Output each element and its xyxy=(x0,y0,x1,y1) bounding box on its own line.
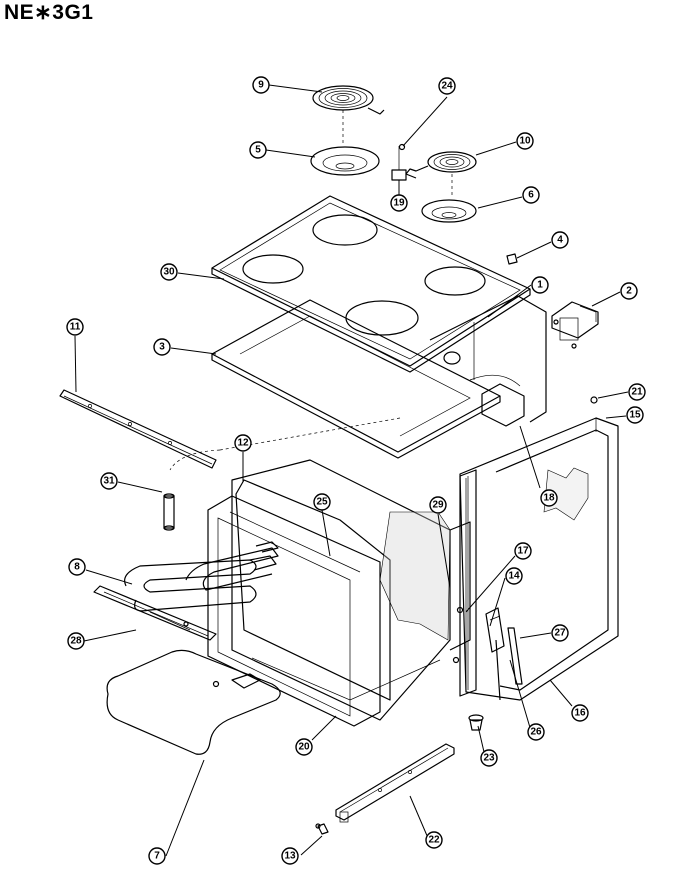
callout-10: 10 xyxy=(516,132,534,150)
broil-pan-28 xyxy=(183,621,189,627)
svg-text:29: 29 xyxy=(432,500,444,511)
svg-text:1: 1 xyxy=(537,280,543,291)
svg-text:21: 21 xyxy=(631,387,643,398)
callout-7: 7 xyxy=(148,847,166,865)
callout-27: 27 xyxy=(551,624,569,642)
leader-lines xyxy=(74,84,629,857)
element-shield xyxy=(93,585,217,641)
callout-31: 31 xyxy=(100,472,118,490)
screw-13 xyxy=(315,823,329,835)
callout-15: 15 xyxy=(626,406,644,424)
svg-text:7: 7 xyxy=(154,851,160,862)
callout-11: 11 xyxy=(66,318,84,336)
callout-30: 30 xyxy=(160,263,178,281)
panel-3 xyxy=(211,299,525,459)
callout-21: 21 xyxy=(628,383,646,401)
leveling-leg xyxy=(468,714,484,731)
svg-text:3: 3 xyxy=(159,342,165,353)
svg-text:13: 13 xyxy=(284,851,296,862)
callout-25: 25 xyxy=(313,493,331,511)
drip-pan-large xyxy=(310,146,380,176)
rear-rail xyxy=(59,389,217,469)
callout-12: 12 xyxy=(234,434,252,452)
side-panel-right xyxy=(459,396,619,701)
callout-3: 3 xyxy=(153,338,171,356)
svg-text:10: 10 xyxy=(519,136,531,147)
svg-text:8: 8 xyxy=(74,562,80,573)
element-31 xyxy=(163,493,175,531)
svg-text:22: 22 xyxy=(428,835,440,846)
main-top xyxy=(429,295,547,423)
svg-text:12: 12 xyxy=(237,438,249,449)
broil-element xyxy=(185,541,279,591)
callout-19: 19 xyxy=(390,194,408,212)
svg-text:24: 24 xyxy=(441,81,453,92)
callout-22: 22 xyxy=(425,831,443,849)
oven-frame xyxy=(207,459,471,727)
svg-text:25: 25 xyxy=(316,497,328,508)
svg-text:16: 16 xyxy=(574,708,586,719)
callout-8: 8 xyxy=(68,558,86,576)
callout-1: 1 xyxy=(531,276,549,294)
surface-element-small xyxy=(405,151,477,196)
svg-text:23: 23 xyxy=(483,753,495,764)
svg-text:2: 2 xyxy=(626,286,632,297)
callout-9: 9 xyxy=(252,76,270,94)
svg-text:20: 20 xyxy=(298,742,310,753)
side-frame-column xyxy=(452,469,477,697)
callout-24: 24 xyxy=(438,77,456,95)
callout-13: 13 xyxy=(281,847,299,865)
callout-14: 14 xyxy=(505,567,523,585)
svg-text:26: 26 xyxy=(530,727,542,738)
receptacle xyxy=(391,143,407,181)
svg-text:11: 11 xyxy=(70,322,81,333)
svg-text:18: 18 xyxy=(543,493,555,504)
svg-text:14: 14 xyxy=(508,571,520,582)
bake-element xyxy=(124,555,277,612)
callout-6: 6 xyxy=(522,186,540,204)
callout-5: 5 xyxy=(249,141,267,159)
svg-text:30: 30 xyxy=(163,267,175,278)
svg-text:28: 28 xyxy=(70,636,82,647)
callout-23: 23 xyxy=(480,749,498,767)
svg-text:9: 9 xyxy=(258,80,264,91)
model-title: NE∗3G1 xyxy=(4,1,94,24)
drip-pan-small xyxy=(421,199,477,223)
callout-26: 26 xyxy=(527,723,545,741)
svg-text:6: 6 xyxy=(528,190,534,201)
bottom-rail xyxy=(335,743,455,823)
callout-17: 17 xyxy=(514,542,532,560)
svg-text:19: 19 xyxy=(393,198,405,209)
surface-element-large xyxy=(312,85,385,146)
clip xyxy=(506,253,518,265)
control-bracket xyxy=(551,301,599,349)
svg-text:27: 27 xyxy=(554,628,566,639)
svg-text:5: 5 xyxy=(255,145,261,156)
callout-18: 18 xyxy=(540,489,558,507)
svg-text:15: 15 xyxy=(629,410,641,421)
callout-20: 20 xyxy=(295,738,313,756)
wiring-cover xyxy=(169,417,401,471)
cooktop xyxy=(211,195,531,373)
callout-4: 4 xyxy=(551,231,569,249)
svg-text:17: 17 xyxy=(517,546,529,557)
svg-text:4: 4 xyxy=(557,235,563,246)
callout-16: 16 xyxy=(571,704,589,722)
callout-28: 28 xyxy=(67,632,85,650)
lower-element xyxy=(106,649,281,755)
callout-29: 29 xyxy=(429,496,447,514)
door-hinge xyxy=(485,607,523,701)
callout-2: 2 xyxy=(620,282,638,300)
svg-text:31: 31 xyxy=(103,476,115,487)
